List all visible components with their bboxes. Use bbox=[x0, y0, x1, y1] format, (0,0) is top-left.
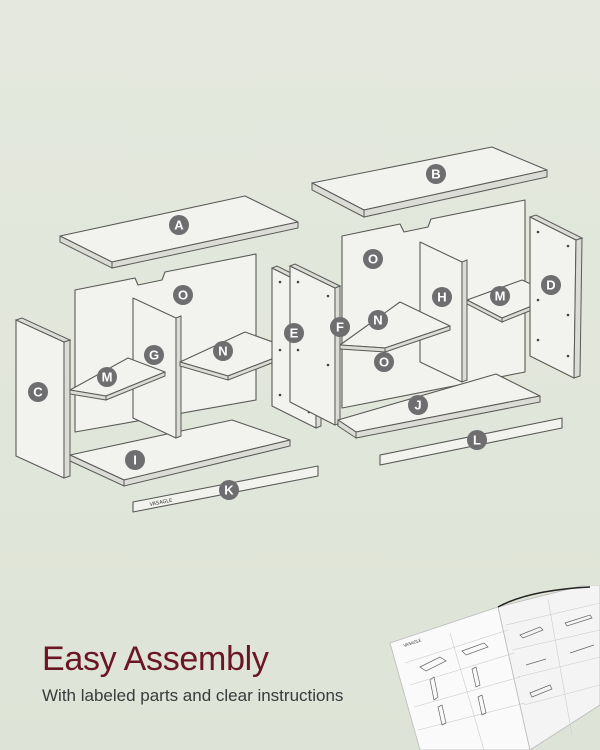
assembly-diagram: VASAGLE bbox=[14, 146, 584, 513]
page-subtitle: With labeled parts and clear instruction… bbox=[42, 686, 344, 705]
part-side-panel-f bbox=[288, 263, 342, 426]
label-badge-n: N bbox=[368, 310, 388, 330]
part-side-panel-d bbox=[528, 214, 584, 379]
svg-text:O: O bbox=[178, 288, 188, 303]
manual-brand-logo: VASAGLE bbox=[403, 637, 422, 648]
svg-text:G: G bbox=[149, 348, 159, 363]
svg-text:O: O bbox=[379, 355, 389, 370]
svg-text:N: N bbox=[373, 313, 382, 328]
label-badge-m: M bbox=[490, 286, 510, 306]
label-badge-c: C bbox=[28, 382, 48, 402]
svg-text:J: J bbox=[414, 398, 421, 413]
label-badge-d: D bbox=[541, 275, 561, 295]
label-badge-o: O bbox=[363, 249, 383, 269]
label-badge-o: O bbox=[374, 352, 394, 372]
svg-text:C: C bbox=[33, 385, 43, 400]
part-bottom-panel-j bbox=[337, 373, 541, 439]
label-badge-l: L bbox=[467, 430, 487, 450]
label-badge-f: F bbox=[330, 317, 350, 337]
instruction-manual-image: VASAGLE bbox=[389, 585, 600, 750]
label-badge-e: E bbox=[284, 323, 304, 343]
label-badge-i: I bbox=[125, 450, 145, 470]
label-badge-j: J bbox=[408, 395, 428, 415]
part-bottom-panel-i bbox=[69, 419, 291, 487]
label-badge-g: G bbox=[144, 345, 164, 365]
label-badge-m: M bbox=[97, 367, 117, 387]
svg-text:F: F bbox=[336, 320, 344, 335]
label-badge-k: K bbox=[219, 480, 239, 500]
svg-text:D: D bbox=[546, 278, 555, 293]
label-badge-n: N bbox=[213, 341, 233, 361]
svg-text:A: A bbox=[174, 218, 184, 233]
svg-text:L: L bbox=[473, 433, 481, 448]
label-badge-b: B bbox=[426, 164, 446, 184]
svg-text:K: K bbox=[224, 483, 234, 498]
svg-text:B: B bbox=[431, 167, 440, 182]
label-badge-a: A bbox=[169, 215, 189, 235]
svg-text:N: N bbox=[218, 344, 227, 359]
svg-text:O: O bbox=[368, 252, 378, 267]
label-badge-h: H bbox=[432, 287, 452, 307]
part-shelf-m-left bbox=[69, 357, 166, 401]
label-badge-o: O bbox=[173, 285, 193, 305]
part-divider-h bbox=[419, 241, 468, 383]
svg-text:E: E bbox=[290, 326, 299, 341]
page-title: Easy Assembly bbox=[42, 640, 269, 678]
svg-text:M: M bbox=[495, 289, 506, 304]
svg-text:M: M bbox=[102, 370, 113, 385]
brand-logo-text: VASAGLE bbox=[149, 498, 173, 508]
svg-text:I: I bbox=[133, 453, 137, 468]
svg-text:H: H bbox=[437, 290, 446, 305]
